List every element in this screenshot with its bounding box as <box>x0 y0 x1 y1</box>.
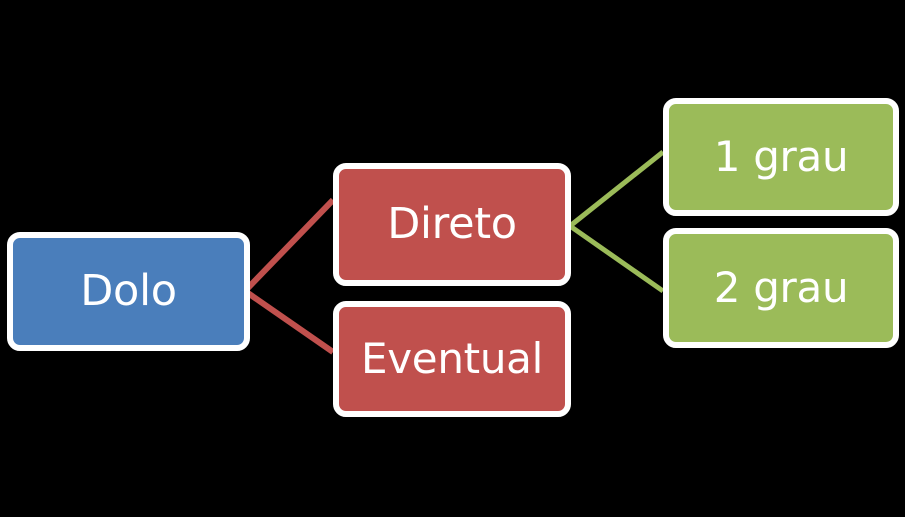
node-grau-2-label: 2 grau <box>713 263 849 312</box>
node-direto[interactable]: Direto <box>333 163 571 286</box>
connector-direto-grau2 <box>568 223 665 294</box>
node-grau-1[interactable]: 1 grau <box>663 98 899 216</box>
node-eventual-label: Eventual <box>361 334 543 383</box>
connector-direto-grau1 <box>568 150 665 228</box>
node-grau-2[interactable]: 2 grau <box>663 228 899 348</box>
connector-dolo-direto <box>242 197 336 294</box>
connector-dolo-eventual <box>243 288 335 355</box>
node-grau-1-label: 1 grau <box>713 132 849 181</box>
node-eventual[interactable]: Eventual <box>333 301 571 417</box>
node-dolo[interactable]: Dolo <box>7 232 250 351</box>
node-dolo-label: Dolo <box>80 266 177 316</box>
node-direto-label: Direto <box>387 199 517 249</box>
